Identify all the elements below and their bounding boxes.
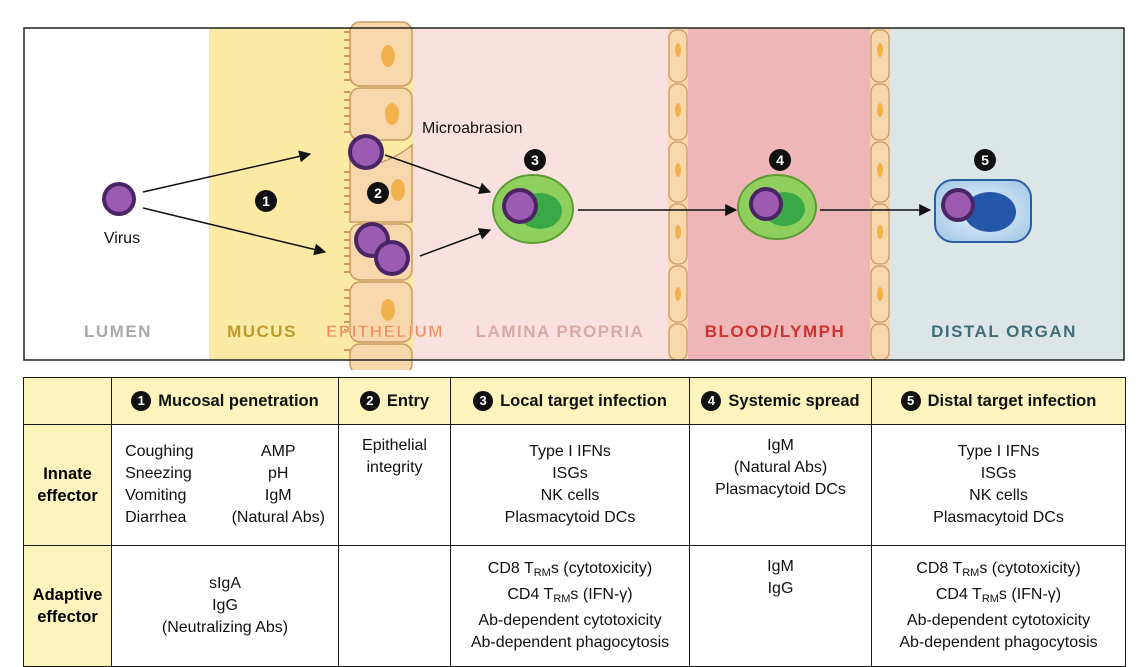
distal-infected-cell [934,179,1032,243]
arrow-virus-to-lower [142,207,327,256]
innate-local-cell: Type I IFNs ISGs NK cells Plasmacytoid D… [450,424,690,546]
arrow-abrasion-to-cell [384,154,492,195]
innate-systemic-cell: IgM (Natural Abs) Plasmacytoid DCs [689,424,872,546]
step-badge-4: 4 [769,149,791,171]
header-local-target: 3 Local target infection [450,377,690,425]
mucus-label: MUCUS [227,322,297,341]
svg-text:4: 4 [776,152,784,168]
virus-microabrasion [348,134,384,170]
header-text: Local target infection [500,392,667,410]
virus-label: Virus [104,230,140,247]
local-infected-cell [492,174,574,244]
epithelium-label: EPITHELIUM [326,322,444,341]
header-badge-5: 5 [900,391,921,411]
svg-text:2: 2 [374,185,382,201]
header-distal-target: 5 Distal target infection [871,377,1126,425]
adaptive-distal-cell: CD8 TRMs (cytotoxicity) CD4 TRMs (IFN-γ)… [871,545,1126,667]
mucus-zone [209,28,345,360]
header-entry: 2 Entry [338,377,451,425]
arrow-epithelium-to-cell [419,228,492,257]
virus-entry-b [374,240,410,276]
innate-mucosal-cell: Coughing Sneezing Vomiting Diarrhea AMP … [111,424,339,546]
header-text: Entry [386,392,430,410]
header-text: Distal target infection [927,392,1097,410]
header-badge-3: 3 [473,391,494,411]
step-badge-1: 1 [255,190,277,212]
vessel-wall-left [668,28,688,361]
step-badge-5: 5 [974,149,996,171]
infection-diagram: 1 2 3 4 5 Virus Microabrasion LUMEN MUCU… [23,21,1125,370]
effector-table: 1 Mucosal penetration 2 Entry 3 Local targe… [23,377,1126,667]
header-text: Systemic spread [728,392,860,410]
innate-distal-cell: Type I IFNs ISGs NK cells Plasmacytoid D… [871,424,1126,546]
virus-lumen [102,182,136,216]
header-badge-2: 2 [359,391,380,411]
blood-lymph-label: BLOOD/LYMPH [705,322,846,341]
step-badge-2: 2 [367,182,389,204]
adaptive-entry-cell [338,545,451,667]
table-header-row: 1 Mucosal penetration 2 Entry 3 Local targe… [23,377,1126,425]
svg-text:3: 3 [531,152,539,168]
header-text: Mucosal penetration [158,392,319,410]
adaptive-systemic-cell: IgM IgG [689,545,872,667]
innate-entry-cell: Epithelial integrity [338,424,451,546]
corner-cell [23,377,112,425]
distal-organ-label: DISTAL ORGAN [931,322,1077,341]
arrow-virus-to-upper [142,150,312,193]
diagram-frame [23,27,1125,361]
header-badge-1: 1 [131,391,152,411]
step-badge-3: 3 [524,149,546,171]
header-mucosal-penetration: 1 Mucosal penetration [111,377,339,425]
header-systemic-spread: 4 Systemic spread [689,377,872,425]
lumen-label: LUMEN [84,322,152,341]
microabrasion-label: Microabrasion [422,120,522,137]
header-badge-4: 4 [701,391,722,411]
adaptive-local-cell: CD8 TRMs (cytotoxicity) CD4 TRMs (IFN-γ)… [450,545,690,667]
svg-text:5: 5 [981,152,989,168]
vessel-wall-right [870,28,890,361]
blood-infected-cell [737,174,817,240]
svg-text:1: 1 [262,193,270,209]
lamina-propria-label: LAMINA PROPRIA [476,322,645,341]
adaptive-mucosal-cell: sIgA IgG (Neutralizing Abs) [111,545,339,667]
